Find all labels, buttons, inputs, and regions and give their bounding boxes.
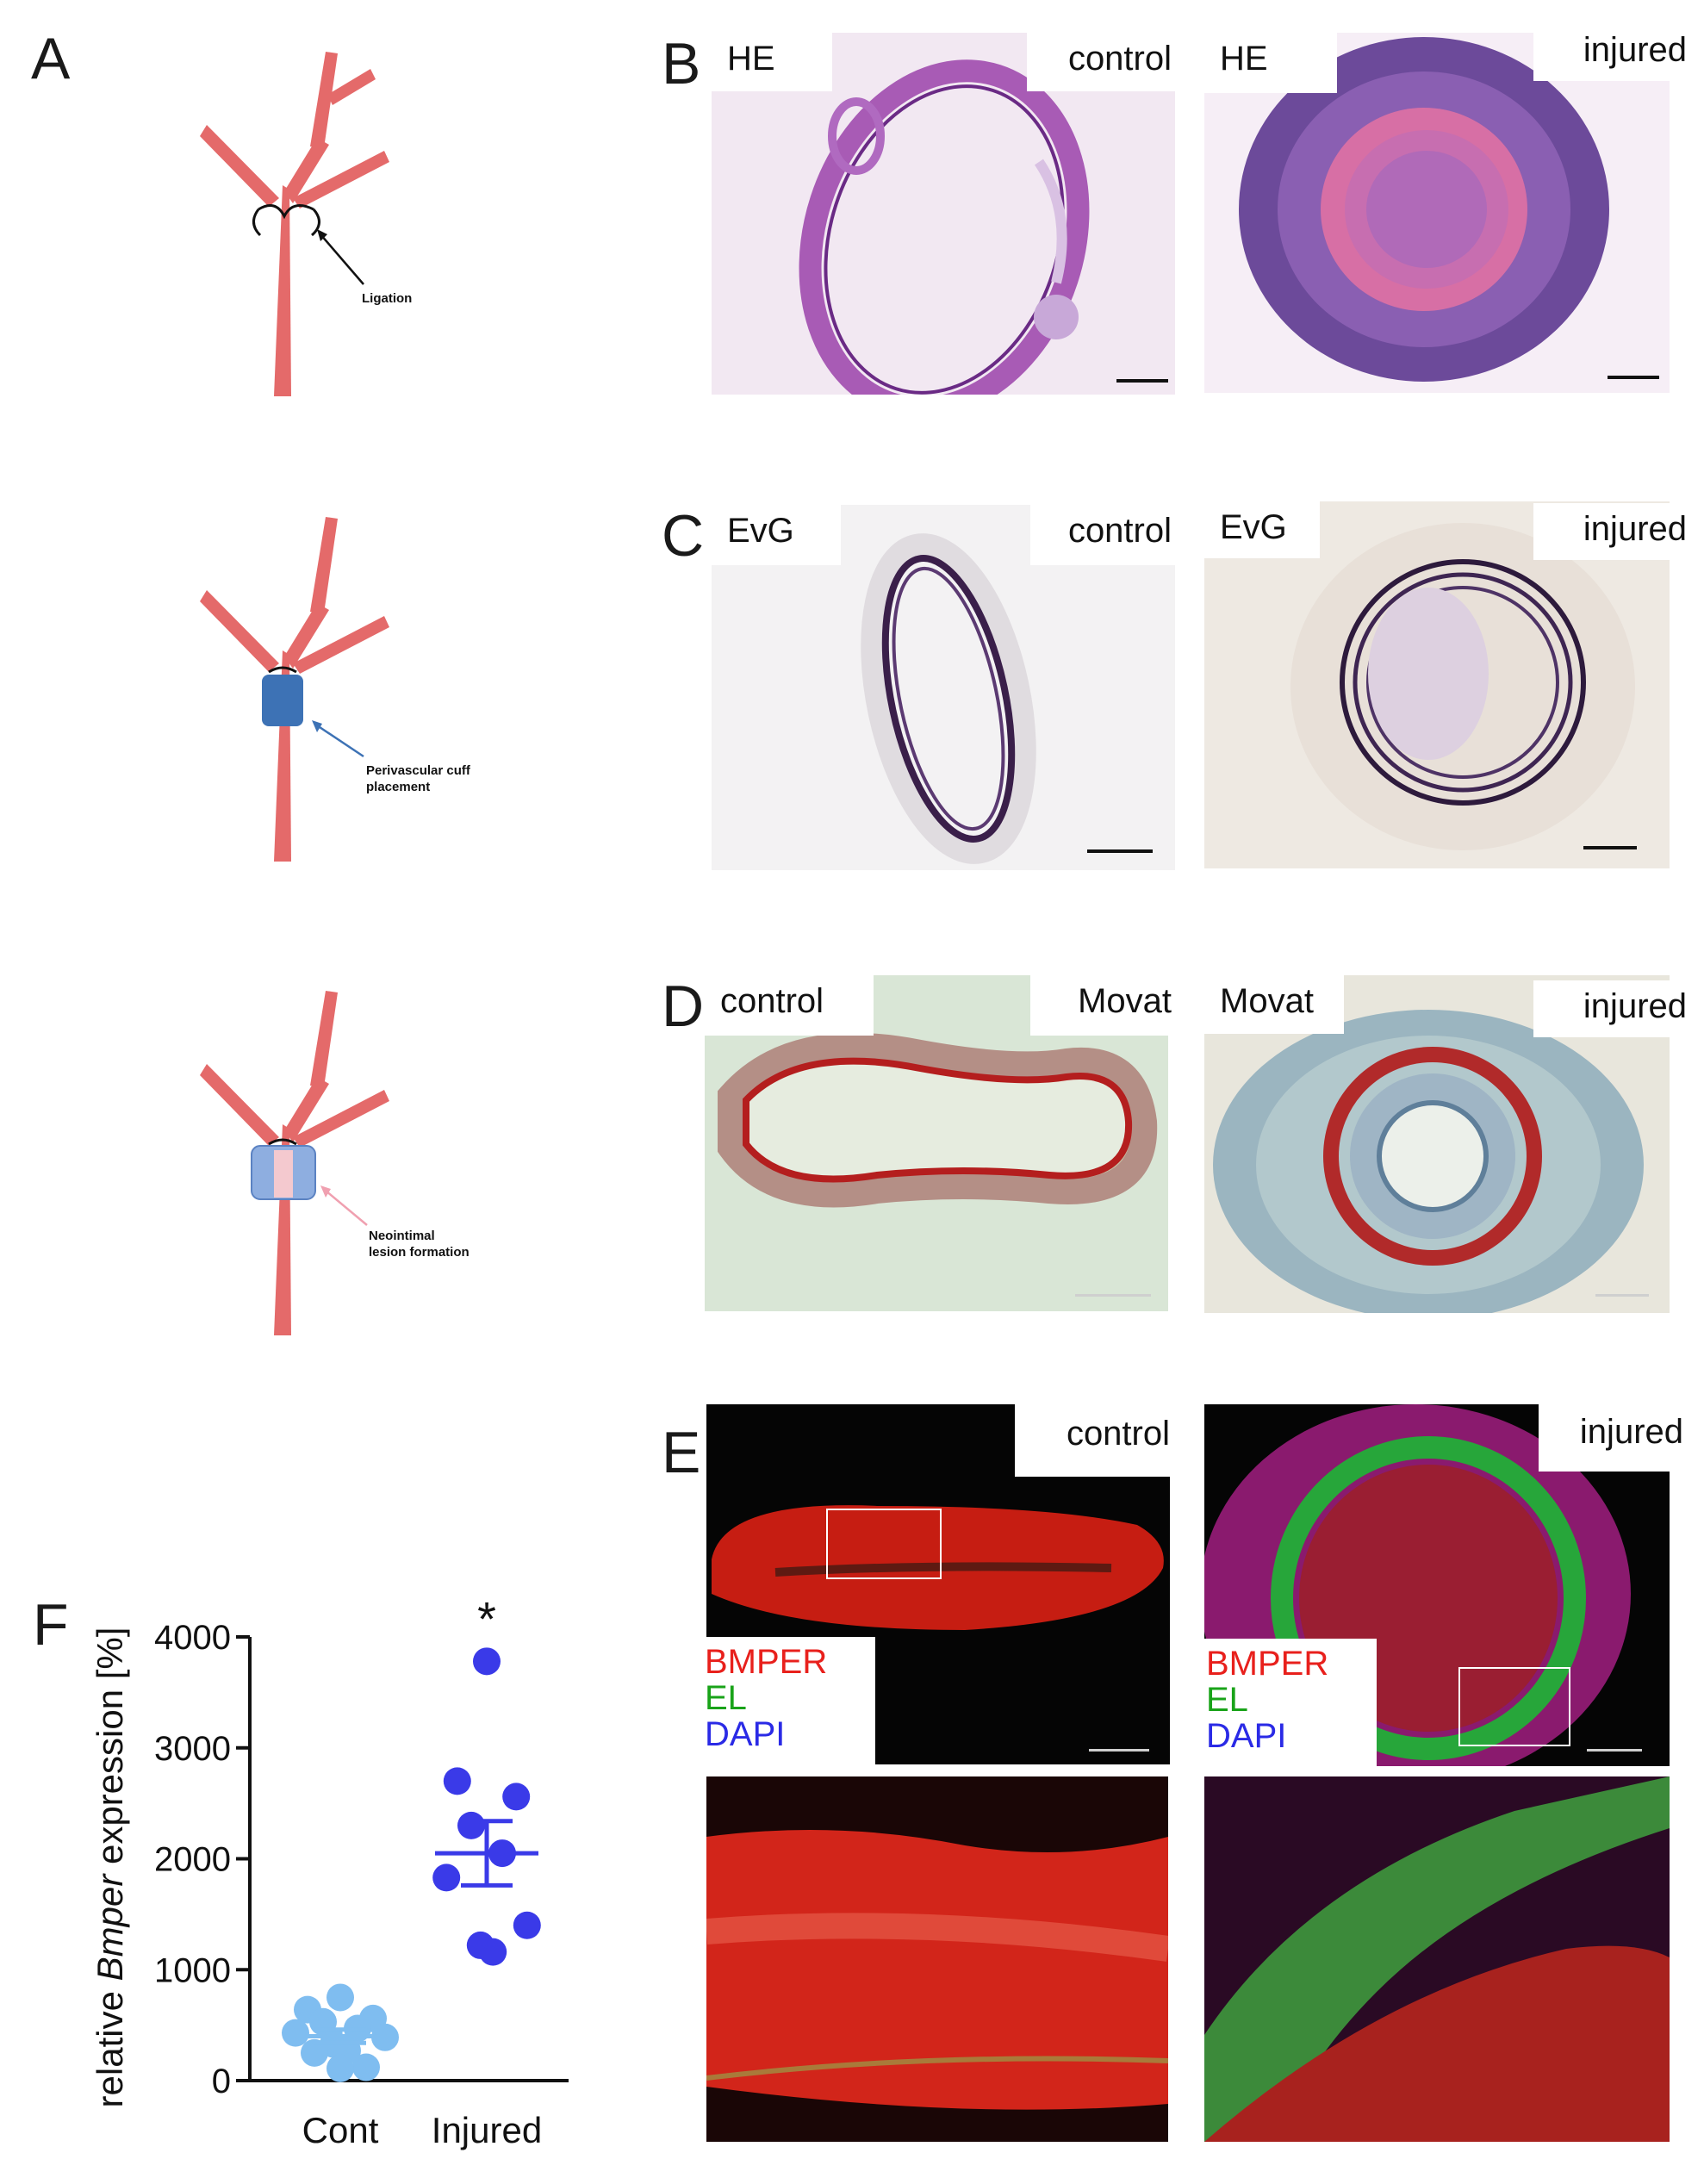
lesion-label: Neointimal lesion formation: [369, 1229, 470, 1260]
evg-injured-stain-tag: EvG: [1204, 501, 1320, 558]
legend-el: EL: [1206, 1681, 1248, 1719]
panel-a-letter: A: [31, 26, 71, 91]
data-point: [443, 1767, 471, 1795]
bmper-control-zoom-image: [706, 1776, 1168, 2142]
scale-bar: [1583, 846, 1637, 849]
movat-control-condition-tag: control: [705, 975, 874, 1036]
data-point: [432, 1864, 461, 1892]
scale-bar: [1587, 1749, 1642, 1752]
evg-control-condition-tag: control: [1030, 505, 1187, 565]
y-tick-label: 0: [212, 2063, 231, 2100]
data-point: [282, 2019, 309, 2047]
movat-injured-stain-tag: Movat: [1204, 975, 1344, 1034]
cuff-label: Perivascular cuff placement: [366, 763, 470, 794]
artery-diagram: [200, 52, 389, 1335]
panel-f-letter: F: [33, 1592, 69, 1658]
data-point: [352, 2053, 380, 2081]
evg-control-stain-tag: EvG: [712, 505, 841, 565]
y-axis-label: relative Bmper expression [%]: [90, 1627, 130, 2108]
panel-b-letter: B: [662, 31, 701, 96]
x-tick-label: Cont: [302, 2110, 379, 2150]
evg-injured-image: [1204, 501, 1670, 868]
fluorescence-legend-injured: BMPER EL DAPI: [1204, 1639, 1377, 1780]
legend-dapi: DAPI: [1206, 1717, 1287, 1755]
data-point: [326, 1983, 354, 2012]
panel-d-letter: D: [662, 974, 705, 1039]
legend-bmper: BMPER: [1206, 1645, 1329, 1683]
bmper-injured-zoom-image: [1204, 1776, 1670, 2142]
x-tick-label: Injured: [432, 2110, 542, 2150]
data-point: [513, 1911, 541, 1939]
significance-star: *: [477, 1591, 496, 1646]
legend-bmper: BMPER: [705, 1643, 828, 1681]
data-point: [502, 1783, 531, 1811]
he-control-image: [712, 33, 1175, 395]
movat-control-stain-tag: Movat: [1030, 975, 1187, 1036]
scale-bar: [1595, 1294, 1649, 1297]
he-control-stain-tag: HE: [712, 33, 832, 91]
movat-injured-condition-tag: injured: [1533, 980, 1702, 1037]
he-injured-condition-tag: injured: [1533, 24, 1702, 81]
artery-cuff-diagram: [200, 517, 389, 862]
legend-dapi: DAPI: [705, 1715, 786, 1753]
artery-ligation-diagram: [200, 52, 389, 396]
panel-e-letter: E: [662, 1420, 701, 1485]
data-point: [326, 2054, 354, 2082]
ligation-label: Ligation: [362, 291, 413, 306]
y-tick-label: 1000: [154, 1951, 231, 1989]
he-injured-stain-tag: HE: [1204, 33, 1337, 93]
scale-bar: [1075, 1294, 1151, 1297]
evg-control-image: [712, 505, 1175, 870]
scale-bar: [1608, 376, 1659, 379]
scale-bar: [1087, 849, 1153, 853]
data-point: [301, 2038, 328, 2067]
artery-lesion-diagram: [200, 991, 389, 1335]
y-tick-label: 3000: [154, 1730, 231, 1768]
fluorescence-legend-control: BMPER EL DAPI: [703, 1637, 875, 1778]
evg-injured-condition-tag: injured: [1533, 503, 1702, 560]
y-tick-label: 2000: [154, 1841, 231, 1879]
scale-bar: [1116, 379, 1168, 383]
data-point: [457, 1811, 485, 1839]
data-point: [473, 1647, 501, 1676]
bmper-control-condition-label: control: [1015, 1404, 1185, 1477]
legend-el: EL: [705, 1679, 747, 1717]
y-tick-label: 4000: [154, 1619, 231, 1657]
bmper-injured-condition-tag: injured: [1539, 1403, 1699, 1472]
data-point: [479, 1938, 507, 1966]
scale-bar: [1089, 1749, 1149, 1752]
he-control-condition-tag: control: [1027, 33, 1187, 91]
panel-c-letter: C: [662, 503, 705, 569]
